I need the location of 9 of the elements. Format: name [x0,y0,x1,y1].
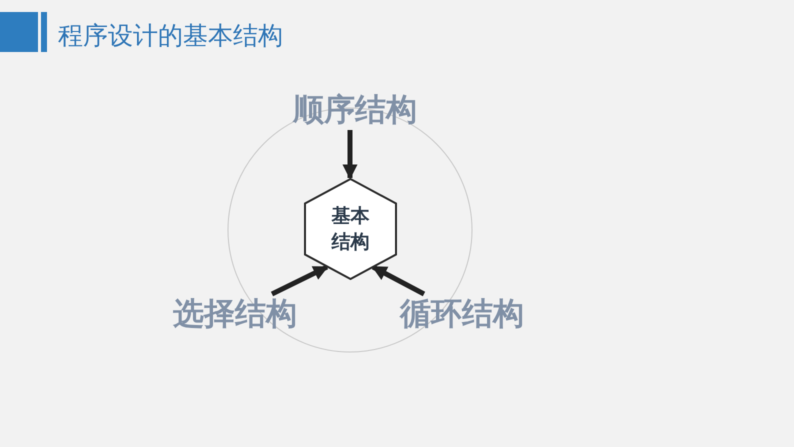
node-text: 基本结构 [330,204,370,255]
structure-label: 顺序结构 [290,92,420,128]
structure-label: 循环结构 [399,296,525,332]
hexagon-box [304,178,397,280]
arrow [372,264,426,296]
arrow [342,130,358,180]
arrow [270,264,328,296]
title: 程序设计的基本结构 [58,20,283,52]
structure-label: 选择结构 [172,296,298,332]
